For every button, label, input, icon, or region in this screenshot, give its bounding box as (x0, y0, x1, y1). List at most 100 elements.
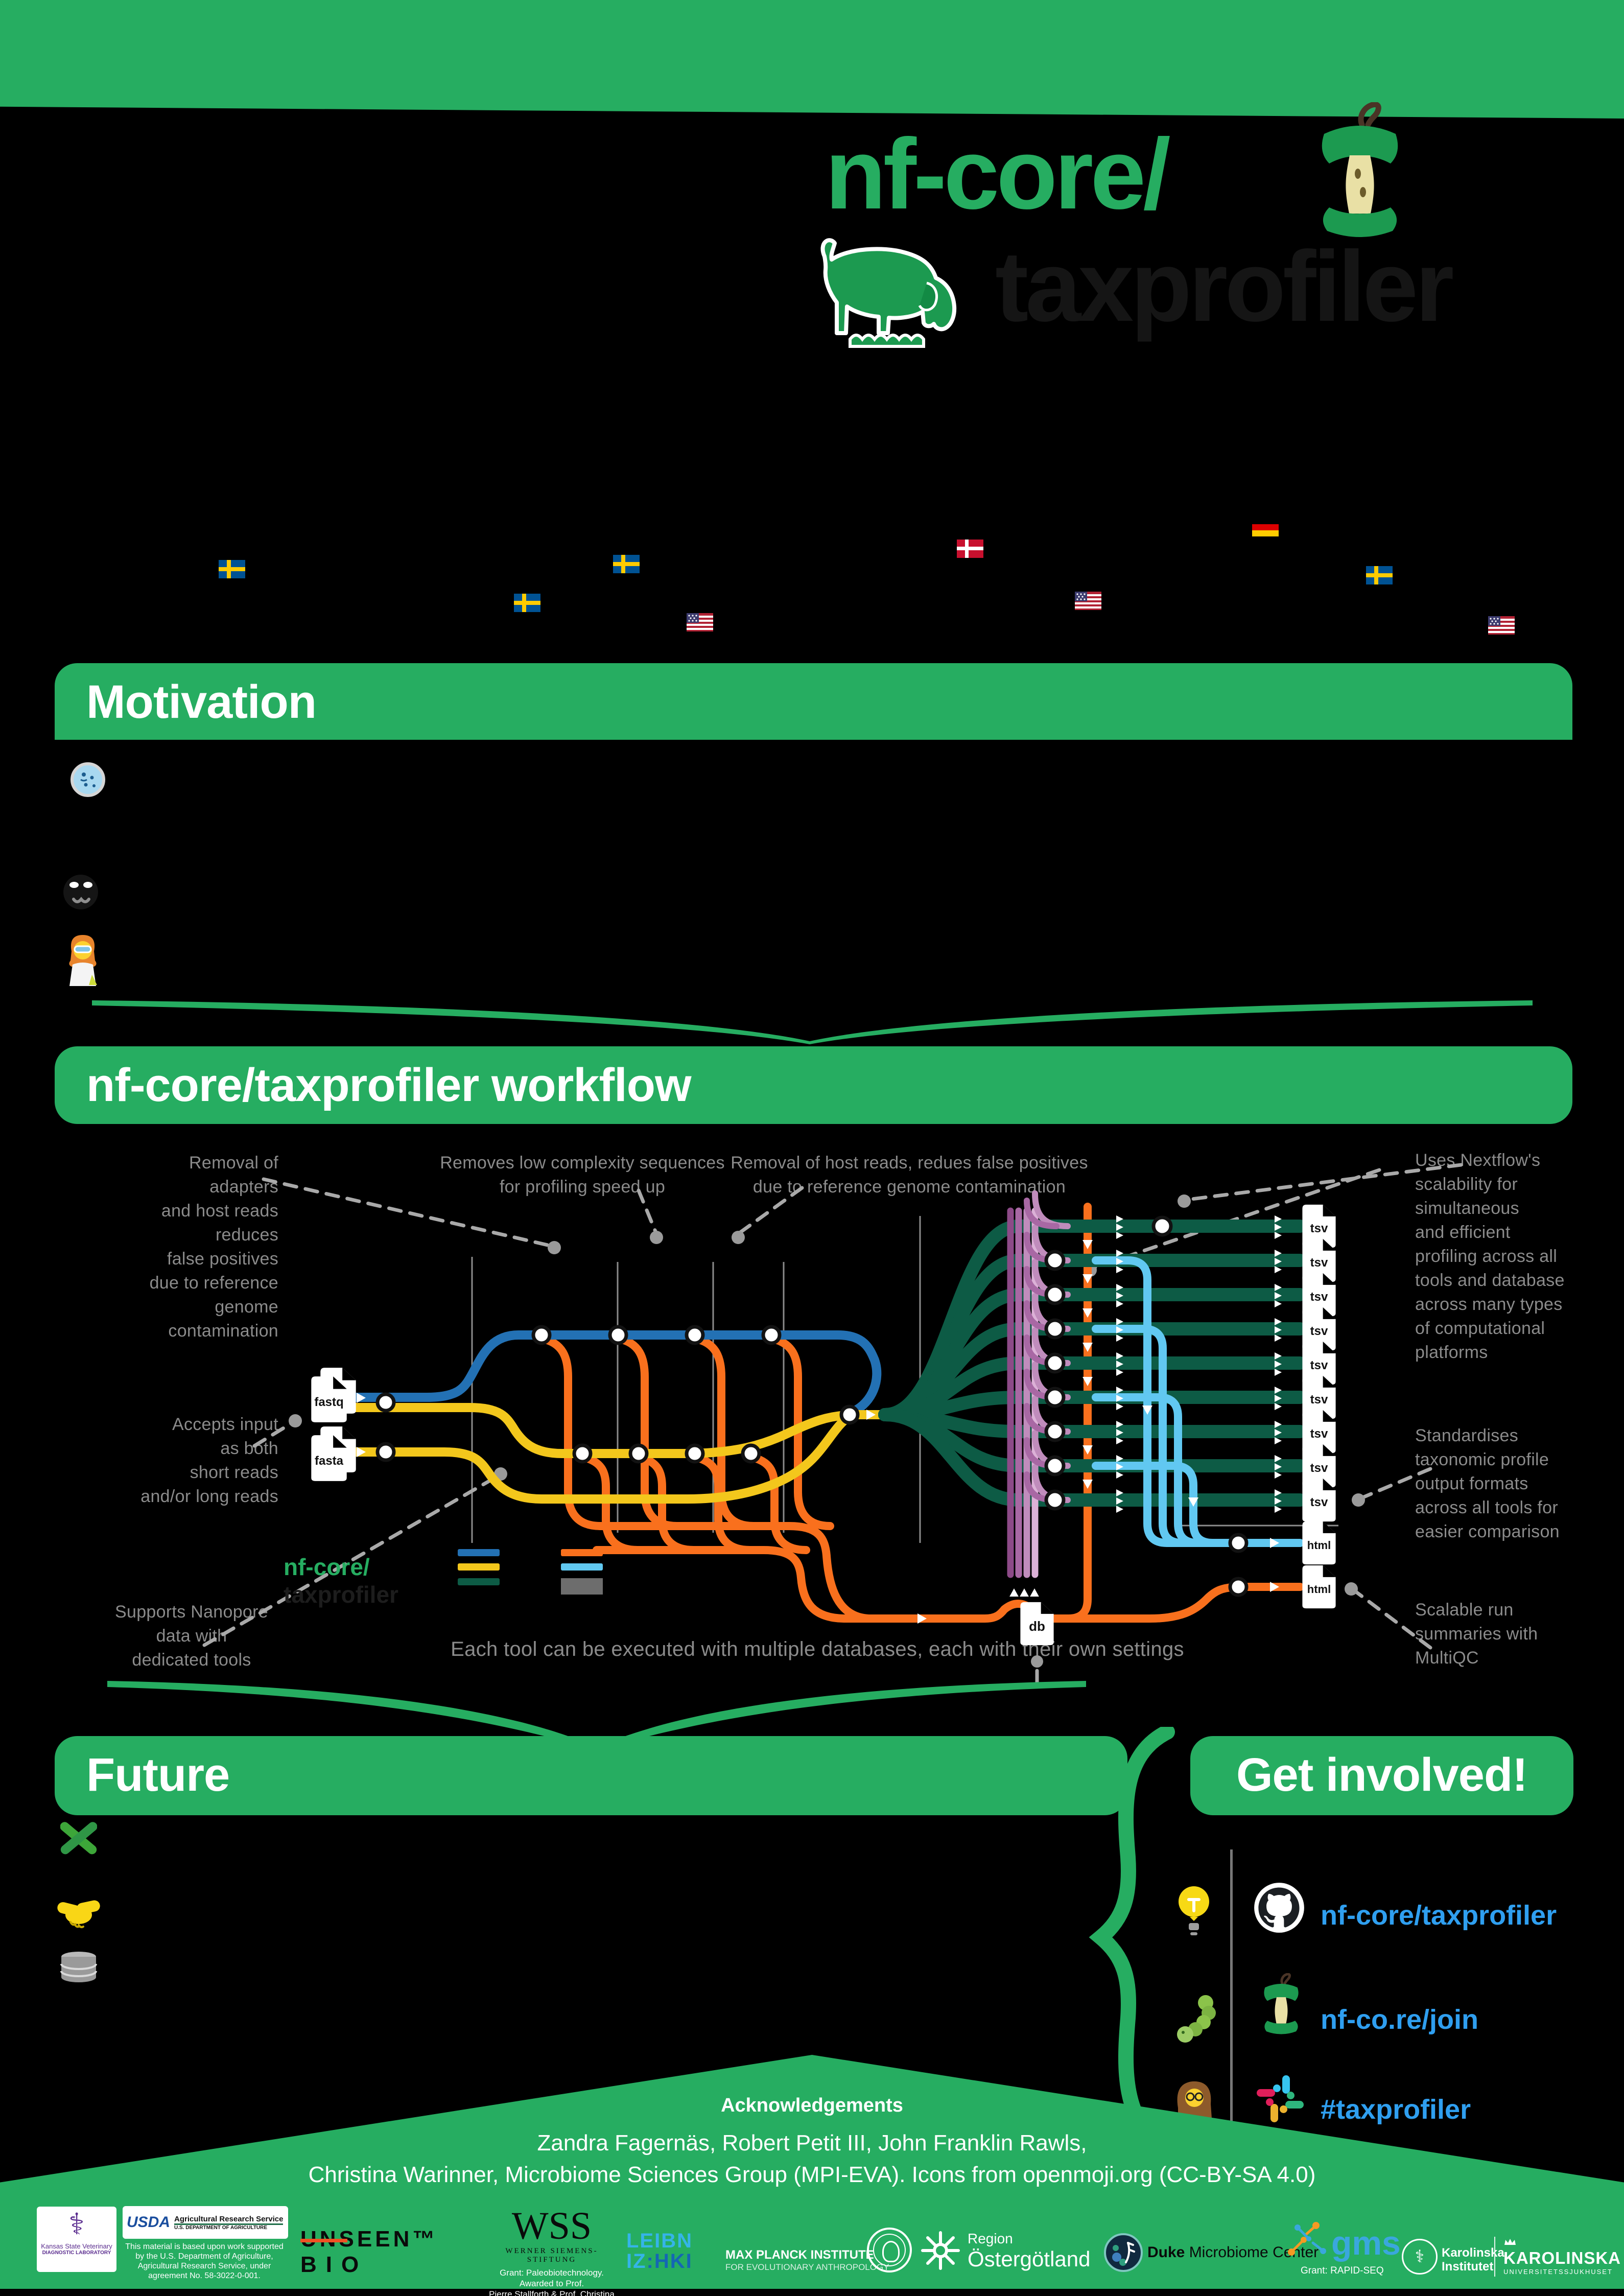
get-involved-header: Get involved! (1190, 1736, 1573, 1815)
karolinska-hospital-logo: KAROLINSKA UNIVERSITETSSJUKHUSET (1503, 2238, 1621, 2276)
get-involved-divider (1230, 1849, 1233, 2161)
gms-dots-icon (1288, 2222, 1326, 2256)
tsv-label: tsv (1310, 1324, 1328, 1338)
mpi-logo: MAX PLANCK INSTITUTE FOR EVOLUTIONARY AN… (725, 2248, 889, 2272)
file-icons: fastq fasta tsv tsv tsv tsv tsv tsv tsv … (311, 1204, 1336, 1646)
fasta-label: fasta (315, 1454, 344, 1468)
flag-usa-icon (1488, 616, 1515, 635)
flag-usa-icon (1075, 592, 1101, 610)
duke-microbiome-icon (1104, 2233, 1143, 2272)
annotation-nextflow: Uses Nextflow's scalability for simultan… (1415, 1151, 1565, 1362)
leibniz-hki-logo: LEIBN IZ:HKI (626, 2231, 693, 2271)
annotation-databases: Each tool can be executed with multiple … (451, 1638, 1184, 1660)
legend-swatch-gray (561, 1578, 603, 1595)
motivation-header: Motivation (55, 663, 1572, 740)
acknowledgements-line1: Zandra Fagernäs, Robert Petit III, John … (537, 2130, 1087, 2156)
flag-sweden-icon (613, 555, 640, 573)
flag-sweden-icon (1366, 566, 1393, 584)
mpi-line2: FOR EVOLUTIONARY ANTHROPOLOGY (725, 2262, 889, 2272)
legend-swatch-green (458, 1578, 500, 1585)
github-link-label[interactable]: nf-core/taxprofiler (1321, 1900, 1557, 1931)
logo-title-text: taxprofiler (995, 230, 1454, 342)
tsv-label: tsv (1310, 1461, 1328, 1475)
slack-link-label[interactable]: #taxprofiler (1321, 2094, 1471, 2125)
ki-line2: Institutet (1442, 2260, 1494, 2274)
usda-acronym: USDA (127, 2214, 171, 2231)
motivation-title: Motivation (86, 676, 317, 728)
dachshund-dog-icon (820, 238, 957, 348)
woman-scientist-icon (69, 935, 97, 986)
apple-core-icon[interactable] (1258, 1973, 1305, 2034)
karolinska-seal-icon: ⚕ (1402, 2239, 1438, 2275)
handshake-icon (57, 1900, 100, 1928)
crown-icon (1504, 2239, 1516, 2245)
annotation-adapters: Removal of adapters and host reads reduc… (149, 1153, 278, 1341)
chromosome-icon (60, 1822, 97, 1855)
profiler-fan (878, 1220, 1307, 1507)
wss-acronym: WSS (511, 2205, 592, 2247)
caterpillar-icon (1177, 1995, 1216, 2043)
top-green-bar (0, 0, 1624, 119)
usda-line1: Agricultural Research Service (174, 2215, 284, 2225)
acknowledgements-title: Acknowledgements (721, 2095, 903, 2116)
usda-line2: U.S. DEPARTMENT OF AGRICULTURE (174, 2224, 268, 2231)
annotation-input: Accepts input as both short reads and/or… (140, 1415, 278, 1506)
flag-sweden-icon (514, 594, 540, 612)
mpi-line1: MAX PLANCK INSTITUTE (725, 2248, 874, 2262)
lightbulb-icon (1179, 1886, 1209, 1935)
ki-line1: Karolinska (1442, 2246, 1504, 2260)
tsv-label: tsv (1310, 1290, 1328, 1304)
region-snowflake-icon (921, 2231, 960, 2270)
region-line1: Region (968, 2231, 1013, 2246)
github-icon[interactable] (1253, 1881, 1306, 1934)
flag-germany-icon (1252, 518, 1279, 536)
tsv-label: tsv (1310, 1427, 1328, 1441)
annotation-connectors (202, 1163, 1463, 1692)
section-divider (92, 1000, 1533, 1044)
station-dots (375, 1215, 1249, 1597)
wss-line1: WERNER SIEMENS-STIFTUNG (505, 2247, 598, 2264)
annotation-standardises: Standardises taxonomic profile output fo… (1415, 1426, 1560, 1541)
legend-logo-prefix: nf-core/ (284, 1554, 370, 1580)
section-divider (107, 1681, 1086, 1750)
legend-swatch-lightblue (561, 1563, 603, 1571)
join-link-label[interactable]: nf-co.re/join (1321, 2004, 1478, 2035)
annotation-multiqc: Scalable run summaries with MultiQC (1415, 1600, 1538, 1668)
tsv-label: tsv (1310, 1222, 1328, 1235)
workflow-title: nf-core/taxprofiler workflow (86, 1059, 691, 1111)
annotation-low-complexity: Removes low complexity sequences for pro… (440, 1153, 725, 1197)
unseen-strike (300, 2239, 347, 2242)
section-brace (1089, 1727, 1175, 2156)
tsv-label: tsv (1310, 1358, 1328, 1372)
leibniz-line2b: :HKI (646, 2250, 693, 2272)
detective-icon (63, 875, 98, 909)
gms-grant: Grant: RAPID-SEQ (1301, 2265, 1384, 2276)
leibniz-line1: LEIBN (626, 2230, 693, 2252)
karolinska-line1: KAROLINSKA (1503, 2248, 1621, 2267)
petri-dish-icon (70, 762, 105, 797)
kansas-line2: DIAGNOSTIC LABORATORY (42, 2250, 111, 2256)
unseen-bio-logo: UNSEEN™ BIO (300, 2227, 438, 2278)
usda-note: This material is based upon work support… (125, 2242, 284, 2280)
annotation-nanopore: Supports Nanopore data with dedicated to… (115, 1602, 268, 1670)
duke-bold: Duke (1147, 2244, 1185, 2261)
minerva-seal-icon (867, 2228, 912, 2272)
slack-icon[interactable] (1255, 2073, 1306, 2124)
database-icon (60, 1952, 97, 1982)
workflow-header: nf-core/taxprofiler workflow (55, 1046, 1572, 1124)
caduceus-icon: ⚕ (68, 2208, 85, 2241)
html-label: html (1307, 1539, 1331, 1552)
future-title: Future (86, 1749, 230, 1801)
fastq-label: fastq (314, 1395, 343, 1409)
get-involved-title: Get involved! (1236, 1749, 1528, 1801)
future-header: Future (55, 1736, 1127, 1815)
legend-logo-name: taxprofiler (284, 1581, 398, 1608)
tsv-label: tsv (1310, 1393, 1328, 1407)
unseen-line2: BIO (300, 2252, 368, 2277)
apple-core-icon (1322, 102, 1398, 237)
wss-logo: WSS WERNER SIEMENS-STIFTUNG Grant: Paleo… (485, 2205, 618, 2296)
legend-swatch-blue (458, 1549, 500, 1556)
legend-swatch-orange (561, 1549, 603, 1556)
db-label: db (1029, 1619, 1045, 1634)
